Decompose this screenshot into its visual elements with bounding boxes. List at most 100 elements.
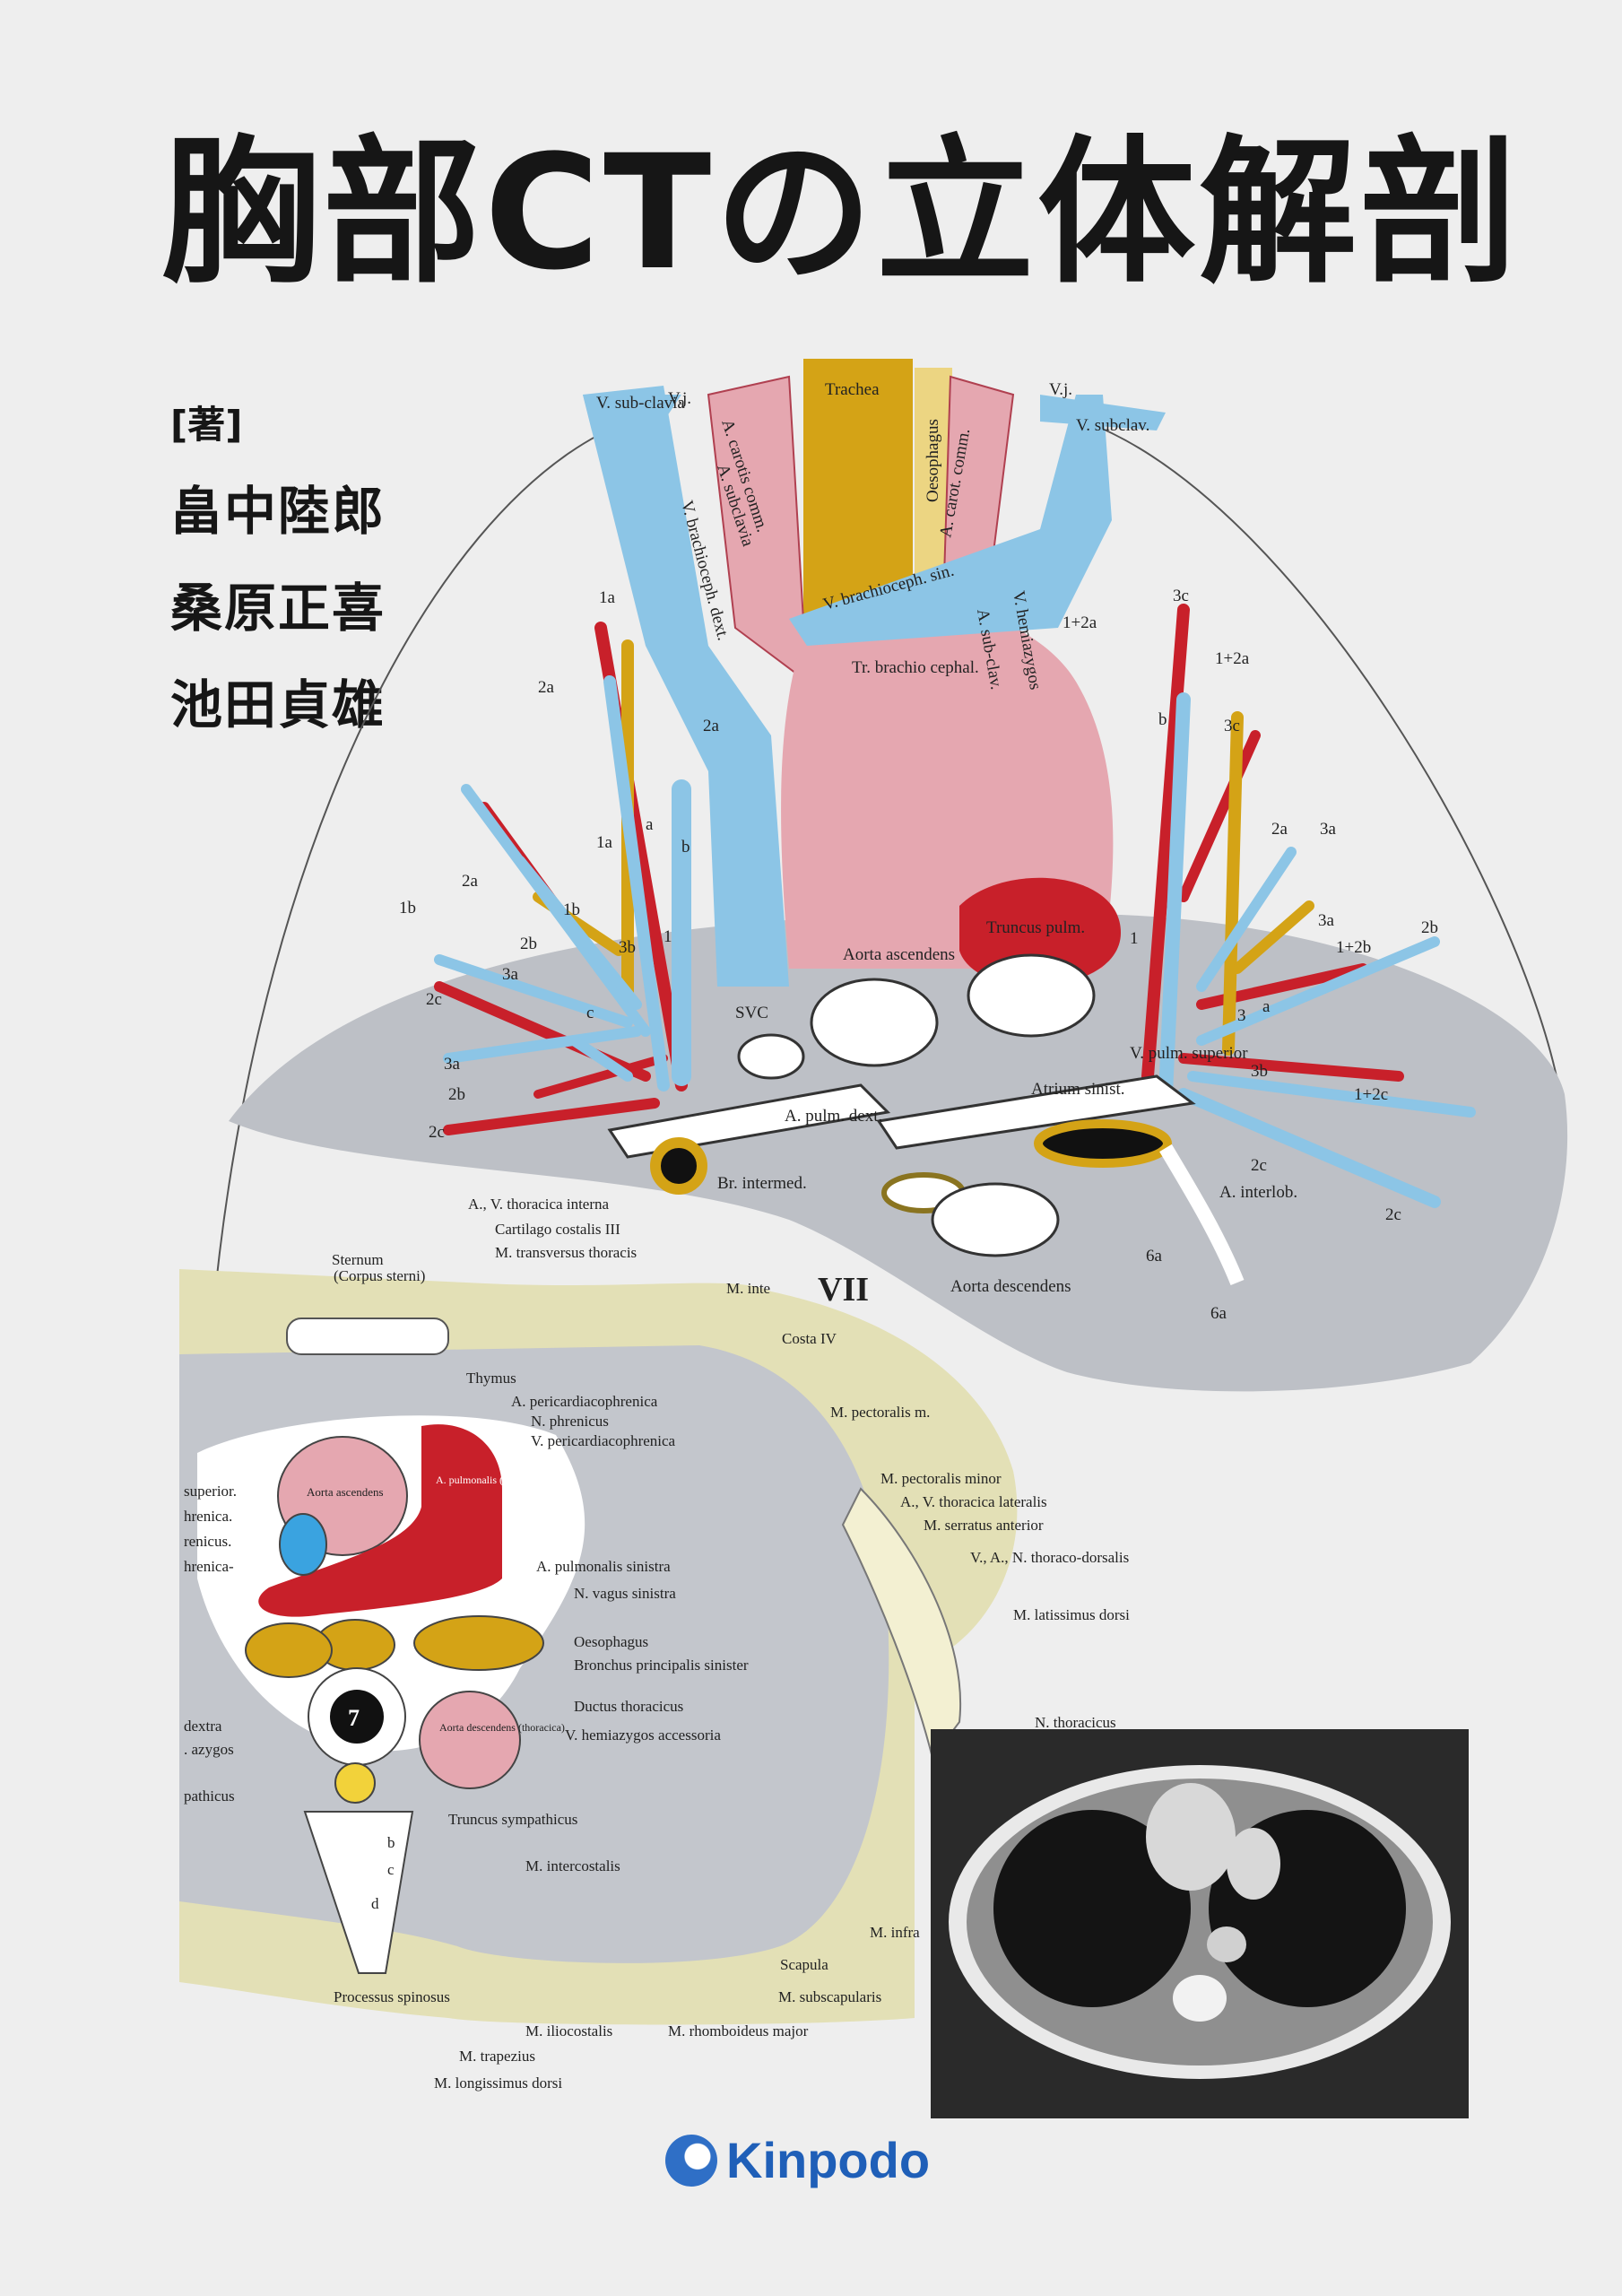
- lbl-3b-l: 3b: [619, 938, 636, 957]
- lbl-1-r: 1: [1130, 929, 1139, 948]
- lbl-phrenica: hrenica.: [184, 1508, 232, 1525]
- lbl-1-2a-2: 1+2a: [1215, 649, 1250, 668]
- lbl-trapezius: M. trapezius: [459, 2048, 535, 2065]
- lbl-3a-l2: 3a: [444, 1055, 461, 1074]
- lbl-sternum: Sternum: [332, 1251, 384, 1268]
- lbl-costa: Costa IV: [782, 1330, 837, 1347]
- lbl-v-subclavia-l: V. sub-clavia: [596, 394, 685, 413]
- right-lung-branches: [1141, 604, 1476, 1208]
- lbl-thoracica-lat: A., V. thoracica lateralis: [900, 1493, 1047, 1510]
- lbl-3c-2: 3c: [1224, 717, 1240, 735]
- author-block: [著] 畠中陸郎 桑原正喜 池田貞雄: [170, 395, 386, 760]
- lbl-hemiazygos: V. hemiazygos accessoria: [565, 1726, 721, 1744]
- lbl-truncus: Truncus pulm.: [986, 918, 1085, 937]
- lbl-thoracica-interna: A., V. thoracica interna: [468, 1196, 609, 1213]
- lbl-intercostalis: M. intercostalis: [525, 1857, 620, 1874]
- lbl-pathicus: pathicus: [184, 1787, 235, 1805]
- lbl-svc: SVC: [735, 1004, 768, 1022]
- lbl-vertebra: 7: [348, 1705, 360, 1731]
- lbl-a-r: a: [1262, 997, 1271, 1016]
- lbl-2c-r2: 2c: [1385, 1205, 1401, 1224]
- lbl-infra: M. infra: [870, 1924, 920, 1941]
- lbl-v-pulm-sup: V. pulm. superior: [1130, 1044, 1248, 1063]
- author-name-2: 桑原正喜: [170, 578, 386, 639]
- lbl-rhomboideus: M. rhomboideus major: [668, 2022, 809, 2039]
- lbl-trachea: Trachea: [825, 380, 880, 399]
- a-pulmonalis-section: [258, 1424, 502, 1617]
- author-name-1: 畠中陸郎: [170, 481, 386, 542]
- bronchus-left-cut: [1034, 1119, 1172, 1168]
- lbl-a-interlob: A. interlob.: [1219, 1183, 1297, 1202]
- aorta-desc-cut: [931, 1182, 1060, 1257]
- ct-scan-drawing: [931, 1729, 1469, 2118]
- lbl-level: VII: [818, 1271, 869, 1309]
- lbl-b: b: [387, 1834, 395, 1851]
- bronchus-left-section: [413, 1615, 544, 1671]
- lbl-a-pulm-dext: A. pulm. dext.: [785, 1107, 882, 1126]
- lbl-2a-l2: 2a: [703, 717, 720, 735]
- lbl-2b-r: 2b: [1421, 918, 1438, 937]
- lbl-atrium: Atrium sinist.: [1031, 1080, 1125, 1099]
- lbl-v-subclav-r: V. subclav.: [1076, 416, 1149, 435]
- lbl-scapula: Scapula: [780, 1956, 828, 1973]
- lbl-subscapularis: M. subscapularis: [778, 1988, 881, 2005]
- book-title: 胸部CTの立体解剖: [161, 121, 1522, 305]
- lbl-1-2a: 1+2a: [1063, 613, 1097, 632]
- sternum: [286, 1318, 449, 1355]
- lbl-6a: 6a: [1146, 1247, 1163, 1265]
- svc-section: [279, 1513, 327, 1576]
- lbl-m-inte: M. inte: [726, 1280, 770, 1297]
- lbl-vj-l: V.j.: [668, 389, 691, 408]
- lbl-thoracodorsalis: V., A., N. thoraco-dorsalis: [970, 1549, 1129, 1566]
- lbl-b-r: b: [1158, 710, 1167, 729]
- lbl-1b: 1b: [399, 899, 416, 918]
- lbl-2a-r: 2a: [1271, 820, 1288, 839]
- lbl-aorta-desc: Aorta descendens: [950, 1277, 1071, 1296]
- lbl-1-l: 1: [664, 927, 672, 946]
- lbl-3b-r: 3b: [1251, 1062, 1268, 1081]
- vena-subclavia-right: [1040, 395, 1166, 430]
- lbl-n-phrenicus: N. phrenicus: [531, 1413, 609, 1430]
- lbl-processus: Processus spinosus: [334, 1988, 450, 2005]
- lbl-dextra: dextra: [184, 1718, 222, 1735]
- lbl-3a-r2: 3a: [1318, 911, 1335, 930]
- lbl-longissimus: M. longissimus dorsi: [434, 2074, 562, 2092]
- lbl-2c-r: 2c: [1251, 1156, 1267, 1175]
- lbl-a-pulm-sin: A. pulmonalis sinistra: [536, 1558, 671, 1575]
- truncus-cut: [967, 953, 1096, 1038]
- lbl-superior: superior.: [184, 1483, 237, 1500]
- br-intermed-cut: [650, 1137, 707, 1195]
- publisher-name: Kinpodo: [726, 2132, 931, 2188]
- lbl-1a-2: 1a: [596, 833, 613, 852]
- lbl-oesophagus: Oesophagus: [924, 419, 942, 502]
- aortic-arch: [781, 597, 1114, 969]
- lbl-2b-l: 2b: [520, 935, 537, 953]
- lbl-3-r: 3: [1237, 1006, 1246, 1025]
- lbl-bronchus: Bronchus principalis sinister: [574, 1657, 749, 1674]
- lbl-tr-brachio: Tr. brachio cephal.: [852, 658, 979, 677]
- lbl-c-l: c: [586, 1004, 594, 1022]
- chest-outline: [205, 421, 1561, 1409]
- truncus-pulm: [959, 877, 1121, 987]
- lbl-1-2c: 1+2c: [1354, 1085, 1388, 1104]
- atrium-sinist: [876, 1074, 1196, 1150]
- spine-process: [303, 1811, 414, 1974]
- lbl-serratus: M. serratus anterior: [924, 1517, 1044, 1534]
- lbl-phrenica2: hrenica-: [184, 1558, 234, 1575]
- vena-brachio-dext: [583, 386, 789, 987]
- lbl-br-intermed: Br. intermed.: [717, 1174, 807, 1193]
- lbl-phrenicus2: renicus.: [184, 1533, 231, 1550]
- author-label: [著]: [170, 403, 243, 447]
- vertebral-core: [330, 1690, 384, 1744]
- left-lung-branches: [434, 622, 691, 1135]
- lbl-2a-l3: 2a: [462, 872, 479, 891]
- spinal-canal: [334, 1762, 376, 1804]
- cross-section-labels: A., V. thoracica interna Cartilago costa…: [184, 1196, 1130, 2092]
- lbl-corpus-sterni: (Corpus sterni): [334, 1267, 425, 1284]
- lbl-3a-r: 3a: [1320, 820, 1337, 839]
- lbl-d: d: [371, 1895, 379, 1912]
- aorta-asc-cut: [810, 978, 939, 1067]
- lbl-n-thoracicus: N. thoracicus: [1035, 1714, 1116, 1731]
- vena-brachio-sin: [789, 395, 1112, 646]
- lbl-truncus-symp: Truncus sympathicus: [448, 1811, 577, 1828]
